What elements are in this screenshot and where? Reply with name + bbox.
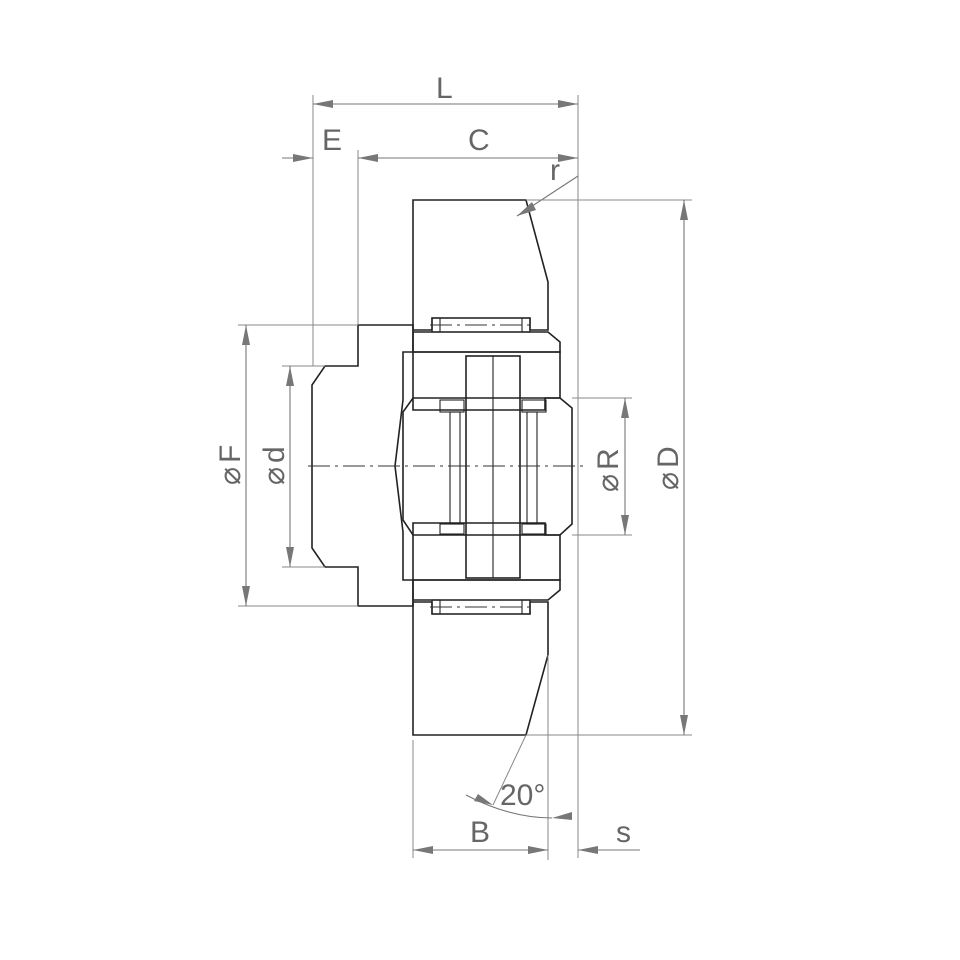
housing-lower [412, 579, 561, 601]
label-F: ⌀F [214, 445, 247, 485]
label-s: s [616, 816, 631, 849]
dim-R: ⌀R [572, 397, 632, 536]
needle-cage [439, 399, 547, 535]
stud-body [311, 324, 414, 607]
label-angle: 20° [500, 779, 545, 812]
dim-L: L [312, 72, 579, 600]
dim-d: ⌀d [258, 365, 325, 568]
housing-upper [412, 331, 561, 353]
label-L: L [436, 72, 453, 105]
dim-D: ⌀D [526, 199, 692, 736]
label-E: E [322, 124, 342, 157]
dim-F: ⌀F [214, 324, 358, 607]
label-R: ⌀R [592, 448, 625, 492]
dim-B-s: B s [412, 600, 640, 858]
label-B: B [470, 816, 490, 849]
housing-inner-upper [412, 351, 561, 411]
label-r: r [550, 154, 560, 187]
label-D: ⌀D [652, 446, 685, 490]
dim-r: r [516, 154, 579, 217]
outer-roller-lower-section [412, 601, 549, 736]
label-C: C [468, 124, 490, 157]
label-d: ⌀d [258, 446, 291, 485]
central-pin [465, 355, 521, 579]
dim-angle: 20° [465, 655, 572, 860]
inner-race-body [402, 397, 573, 536]
dim-E-C: E C [282, 124, 578, 325]
outer-roller-upper-section [412, 199, 549, 331]
stud-shaft [311, 324, 414, 607]
outer-roller [412, 199, 549, 736]
housing-inner-lower [412, 522, 561, 581]
inner-race [402, 397, 573, 536]
